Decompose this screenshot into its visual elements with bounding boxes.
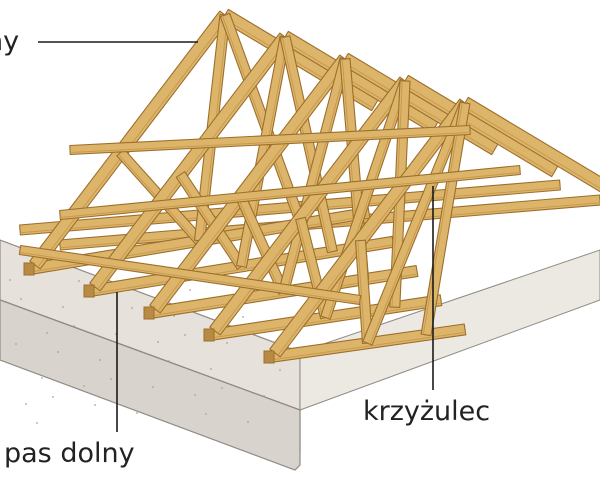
wall-texture-dot — [279, 369, 281, 371]
longitudinal-braces — [18, 124, 521, 306]
label-leader-lines — [38, 41, 434, 432]
wall-texture-dot — [9, 279, 11, 281]
wall-texture-dot — [57, 351, 59, 353]
wall-texture-dot — [173, 315, 175, 317]
wall-texture-dot — [25, 403, 27, 405]
wall-texture-dot — [194, 394, 196, 396]
wall-texture-dot — [15, 343, 17, 345]
top-chord-left-grain — [97, 38, 289, 290]
wall-texture-dot — [226, 342, 228, 344]
wall-texture-dot — [99, 359, 101, 361]
longitudinal-brace-lower-grain — [60, 171, 521, 218]
diagonal-brace-3-grain — [422, 102, 463, 335]
diagonal-brace-3-grain — [281, 37, 331, 253]
wall-texture-dot — [52, 396, 54, 398]
top-chord-right-grain — [342, 61, 494, 153]
wall-texture-dot — [152, 386, 154, 388]
chord-end — [203, 328, 215, 342]
wall-texture-dot — [41, 377, 43, 379]
diagonal-brace-1-grain — [357, 240, 366, 344]
wall-texture-dot — [184, 334, 186, 336]
wall-texture-dot — [110, 378, 112, 380]
wall-texture-dot — [20, 298, 22, 300]
wall-texture-dot — [136, 412, 138, 414]
wall-texture-dot — [73, 325, 75, 327]
top-chord-right — [461, 96, 600, 193]
label-diagonal-brace: krzyżulec — [363, 396, 491, 427]
longitudinal-brace-upper-grain — [70, 131, 471, 153]
diagonal-brace-1-grain — [237, 197, 282, 294]
chord-end — [143, 306, 155, 320]
chord-end — [83, 284, 95, 298]
label-bottom-chord: pas dolny — [4, 438, 135, 469]
label-top-chord: ny — [0, 26, 20, 57]
wall-end-face — [0, 299, 301, 471]
bottom-chord-grain — [210, 302, 442, 339]
diagonal-brace-2-grain — [369, 103, 469, 345]
wall-texture-dot — [263, 395, 265, 397]
truss-1 — [23, 8, 379, 276]
top-chord-right-grain — [402, 83, 554, 175]
wall-texture-dot — [205, 413, 207, 415]
wall-texture-dot — [46, 332, 48, 334]
wall-texture-dot — [189, 289, 191, 291]
top-chord-left-grain — [277, 104, 469, 356]
wall-texture-dot — [83, 385, 85, 387]
roof-trusses — [23, 8, 600, 364]
truss-4 — [203, 74, 559, 342]
wall-texture-dot — [131, 307, 133, 309]
wall-texture-dot — [157, 341, 159, 343]
chord-end — [23, 262, 35, 276]
wall-texture-dot — [78, 280, 80, 282]
top-chord-left-grain — [217, 82, 409, 334]
wall-texture-dot — [36, 422, 38, 424]
wall-texture-dot — [62, 306, 64, 308]
wall-texture-dot — [94, 404, 96, 406]
diagonal-brace-2-grain — [285, 59, 349, 293]
longitudinal-brace-diagonal-grain — [19, 251, 360, 303]
chord-end — [263, 350, 275, 364]
top-chord-right-grain — [462, 105, 600, 189]
back-bottom-chord-grain — [20, 187, 561, 234]
diagonal-brace-2-grain — [327, 81, 409, 319]
top-chord-left-grain — [157, 60, 349, 312]
wall-texture-dot — [210, 368, 212, 370]
wall-texture-dot — [247, 421, 249, 423]
wall-texture-dot — [221, 387, 223, 389]
wall-texture-dot — [168, 360, 170, 362]
diagonal-brace-1-grain — [177, 175, 240, 269]
wall-texture-dot — [242, 316, 244, 318]
bottom-chord-grain — [150, 273, 418, 317]
diagonal-brace-2 — [362, 100, 471, 346]
